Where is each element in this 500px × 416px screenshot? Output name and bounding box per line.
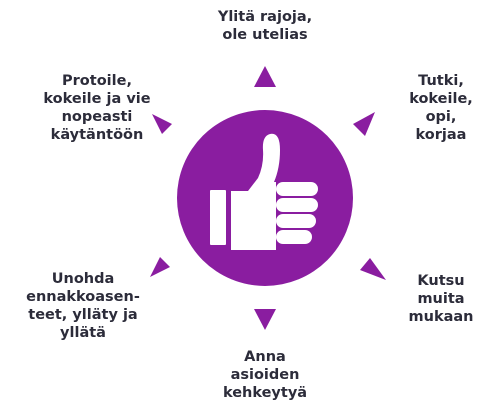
label-line: muita — [417, 291, 465, 307]
label-line: asioiden — [230, 367, 300, 383]
label-line: Protoile, — [62, 73, 132, 89]
label-line: yllätä — [60, 325, 106, 341]
label-line: korjaa — [415, 127, 467, 143]
label-top-left: Protoile, kokeile ja vie nopeasti käytäntöö… — [22, 72, 172, 144]
label-left: Unohda ennakkoasen-teet, ylläty ja yllätä — [8, 270, 158, 342]
label-line: ole utelias — [222, 27, 308, 43]
label-line: kokeile ja vie — [43, 91, 151, 107]
label-bottom: Anna asioiden kehkeytyä — [190, 348, 340, 402]
thumbs-up-icon — [210, 133, 318, 250]
label-right: Kutsu muita mukaan — [366, 272, 500, 326]
arrow-top-left-icon — [152, 114, 172, 134]
label-line: kehkeytyä — [222, 385, 308, 401]
label-line: Tutki, — [418, 73, 464, 89]
label-line: mukaan — [408, 309, 474, 325]
arrow-left-icon — [150, 257, 170, 277]
arrow-bottom-icon — [254, 309, 276, 330]
label-line: kokeile, — [409, 91, 473, 107]
finger-separators — [229, 189, 316, 250]
arrow-top-right-icon — [353, 112, 375, 136]
arrow-top-icon — [254, 66, 276, 87]
label-line: teet, ylläty ja — [28, 307, 138, 323]
thumbs-up-badge — [177, 110, 353, 286]
label-top: Ylitä rajoja, ole utelias — [190, 8, 340, 44]
label-line: opi, — [425, 109, 457, 125]
label-line: nopeasti — [61, 109, 133, 125]
label-top-right: Tutki, kokeile, opi, korjaa — [366, 72, 500, 144]
label-line: ennakkoasen- — [26, 289, 140, 305]
arrow-right-icon — [360, 258, 386, 280]
label-line: Anna — [244, 349, 286, 365]
label-line: Ylitä rajoja, — [217, 9, 313, 25]
label-line: käytäntöön — [50, 127, 144, 143]
label-line: Kutsu — [417, 273, 465, 289]
label-line: Unohda — [51, 271, 115, 287]
arrows — [150, 66, 386, 330]
